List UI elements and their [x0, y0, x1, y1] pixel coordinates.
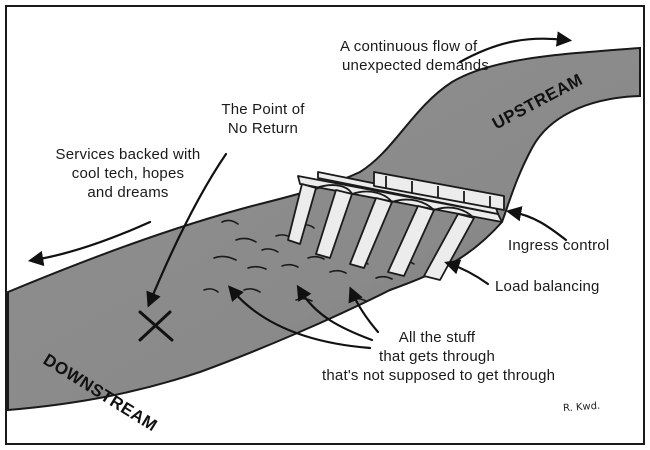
- annotation-arrows: [27, 31, 573, 350]
- point-of-no-return-marker: [138, 310, 174, 342]
- point-of-no-return-label: The Point of No Return: [208, 100, 318, 138]
- stuff-label-line-2: that gets through: [379, 348, 495, 365]
- stuff-label-line-3: that's not supposed to get through: [322, 367, 556, 384]
- stuff-label: All the stuff that gets through that's n…: [322, 328, 556, 385]
- stuff-arrow-left: [228, 285, 372, 350]
- services-label-line-3: and dreams: [87, 184, 169, 201]
- stuff-arrow-middle: [296, 284, 374, 342]
- ingress-arrow: [505, 206, 568, 242]
- load-balancing-arrow: [444, 259, 490, 286]
- services-label-line-1: Services backed with: [55, 146, 201, 163]
- services-label: Services backed with cool tech, hopes an…: [38, 145, 218, 202]
- ingress-control-label: Ingress control: [508, 236, 609, 255]
- point-label-line-2: No Return: [227, 120, 299, 137]
- load-balancing-label: Load balancing: [495, 277, 600, 296]
- flow-label-line-2: unexpected demands: [342, 57, 490, 74]
- flow-arrow: [458, 31, 573, 64]
- stuff-label-line-1: All the stuff: [398, 329, 476, 346]
- services-label-line-2: cool tech, hopes: [71, 165, 185, 182]
- point-label-line-1: The Point of: [221, 101, 305, 118]
- flow-label-line-1: A continuous flow of: [340, 38, 478, 55]
- ingress-control-text: Ingress control: [508, 237, 610, 254]
- services-arrow: [27, 220, 152, 267]
- dam: [287, 171, 505, 281]
- stuff-arrow-right: [348, 286, 380, 334]
- point-arrow: [146, 152, 228, 308]
- load-balancing-text: Load balancing: [495, 278, 600, 295]
- flow-label: A continuous flow of unexpected demands: [340, 37, 489, 75]
